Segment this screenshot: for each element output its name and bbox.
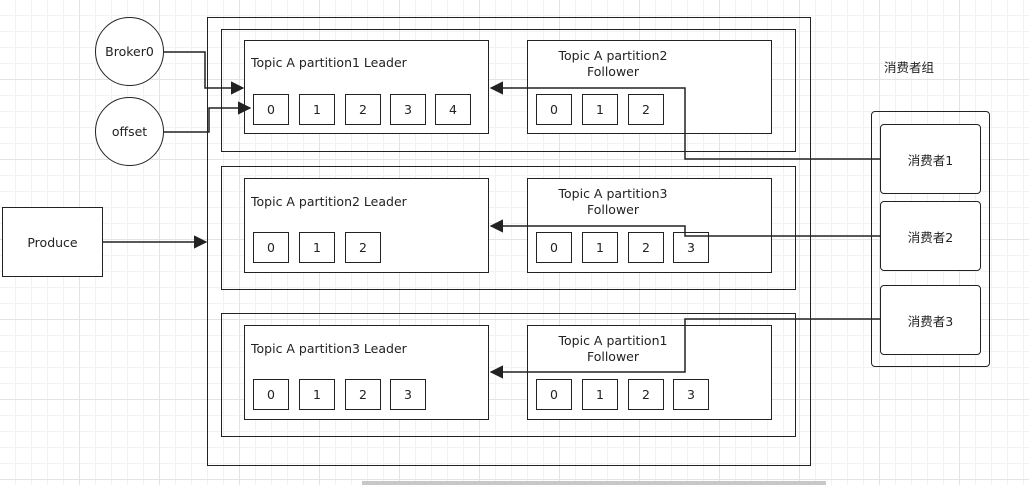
producer-node[interactable]: Produce — [2, 207, 103, 277]
partition-leader-title-3: Topic A partition3 Leader — [251, 341, 407, 356]
offset-cell: 2 — [628, 232, 664, 263]
offset-cell: 2 — [345, 379, 381, 410]
offset-node[interactable]: offset — [95, 97, 164, 166]
partition-follower-box-3: Topic A partition1 Follower 0 1 2 3 — [527, 325, 772, 420]
offset-cell: 4 — [435, 94, 471, 125]
consumer-group-title: 消费者组 — [884, 60, 935, 75]
offset-cell: 0 — [253, 94, 289, 125]
offset-cell: 2 — [628, 379, 664, 410]
partition-leader-title-1: Topic A partition1 Leader — [251, 55, 407, 70]
offset-cell: 1 — [299, 94, 335, 125]
partition-leader-box-2: Topic A partition2 Leader 0 1 2 — [244, 178, 489, 273]
offset-cell: 2 — [345, 232, 381, 263]
offset-cell: 2 — [345, 94, 381, 125]
partition-follower-title-3: Topic A partition1 Follower — [558, 333, 668, 364]
broker0-node[interactable]: Broker0 — [95, 17, 164, 86]
partition-leader-title-2: Topic A partition2 Leader — [251, 194, 407, 209]
offset-cell: 1 — [582, 232, 618, 263]
partition-follower-title-2: Topic A partition3 Follower — [558, 186, 668, 217]
consumer-3[interactable]: 消费者3 — [880, 285, 981, 355]
offset-cell: 3 — [673, 232, 709, 263]
partition-follower-title-1: Topic A partition2 Follower — [558, 48, 668, 79]
consumer-1[interactable]: 消费者1 — [880, 124, 981, 194]
horizontal-scrollbar[interactable] — [362, 481, 826, 485]
offset-cell: 3 — [390, 94, 426, 125]
offset-cell: 2 — [628, 94, 664, 125]
consumer-2[interactable]: 消费者2 — [880, 201, 981, 271]
partition-leader-box-1: Topic A partition1 Leader 0 1 2 3 4 — [244, 40, 489, 134]
partition-follower-box-1: Topic A partition2 Follower 0 1 2 — [527, 40, 772, 134]
offset-cell: 0 — [253, 232, 289, 263]
offset-cell: 0 — [536, 232, 572, 263]
offset-cell: 1 — [582, 94, 618, 125]
kafka-cluster — [207, 17, 811, 466]
partition-leader-box-3: Topic A partition3 Leader 0 1 2 3 — [244, 325, 489, 420]
offset-cell: 0 — [536, 379, 572, 410]
broker-row-3 — [221, 313, 796, 437]
offset-cell: 3 — [673, 379, 709, 410]
offset-cell: 0 — [536, 94, 572, 125]
partition-follower-box-2: Topic A partition3 Follower 0 1 2 3 — [527, 178, 772, 273]
offset-cell: 3 — [390, 379, 426, 410]
offset-cell: 1 — [299, 232, 335, 263]
consumer-group-box — [871, 111, 990, 367]
offset-cell: 1 — [299, 379, 335, 410]
offset-cell: 1 — [582, 379, 618, 410]
offset-cell: 0 — [253, 379, 289, 410]
